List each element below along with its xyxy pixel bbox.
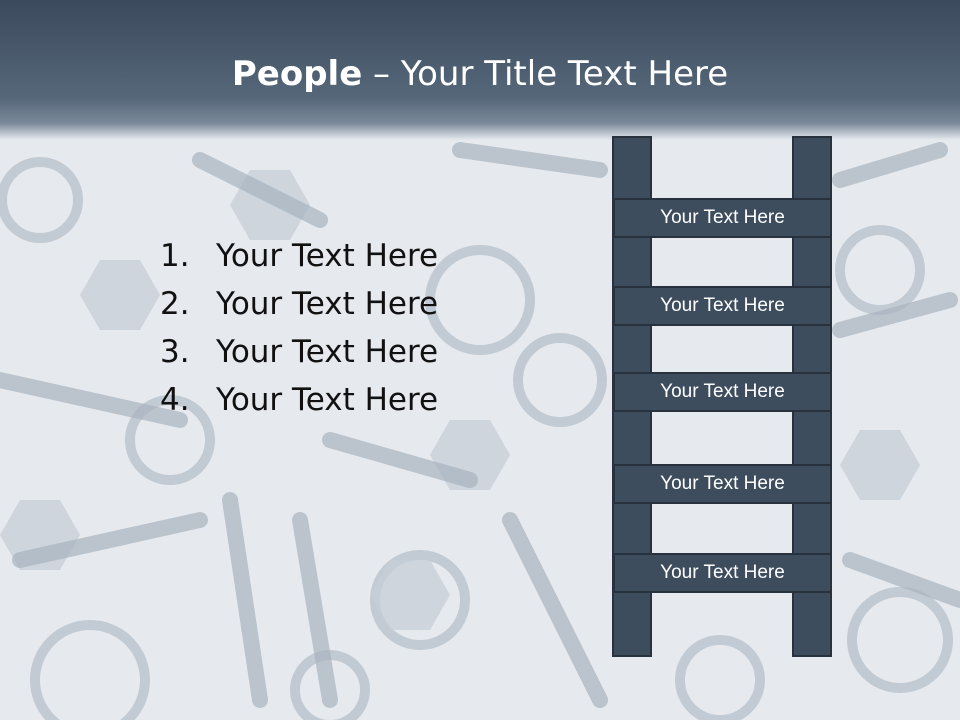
list-item-text: Your Text Here	[216, 334, 439, 370]
list-item: 2. Your Text Here	[160, 280, 438, 328]
list-number: 3.	[160, 334, 190, 370]
list-item-text: Your Text Here	[216, 286, 439, 322]
ladder-rung-2: Your Text Here	[613, 286, 832, 326]
list-number: 1.	[160, 238, 190, 274]
list-item: 3. Your Text Here	[160, 328, 438, 376]
list-item-text: Your Text Here	[216, 382, 439, 418]
list-item-text: Your Text Here	[216, 238, 439, 274]
list-number: 4.	[160, 382, 190, 418]
ladder-rung-3: Your Text Here	[613, 372, 832, 412]
slide-title: People – Your Title Text Here	[0, 52, 960, 96]
list-item: 1. Your Text Here	[160, 232, 438, 280]
ladder-rung-5: Your Text Here	[613, 553, 832, 593]
list-item: 4. Your Text Here	[160, 376, 438, 424]
title-rest: – Your Title Text Here	[362, 54, 729, 94]
title-bar	[0, 0, 960, 140]
title-bold: People	[231, 54, 363, 94]
ladder-rung-4: Your Text Here	[613, 464, 832, 504]
ladder-rung-1: Your Text Here	[613, 198, 832, 238]
list-number: 2.	[160, 286, 190, 322]
numbered-list: 1. Your Text Here 2. Your Text Here 3. Your…	[160, 232, 438, 424]
